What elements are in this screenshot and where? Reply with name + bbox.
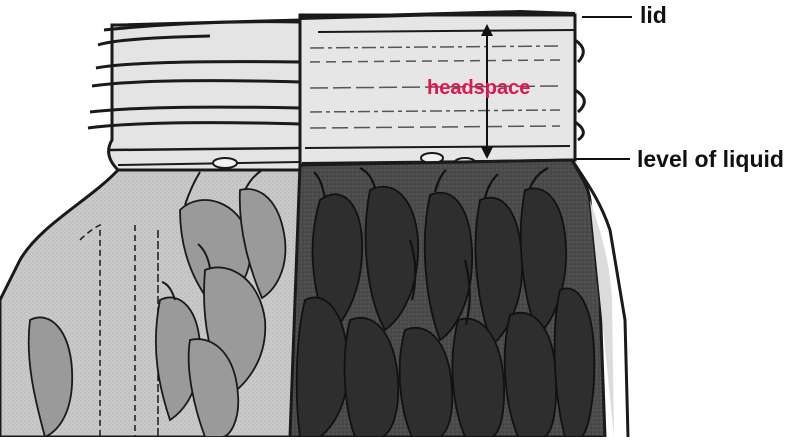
left-jar	[0, 20, 300, 437]
right-jar	[290, 12, 628, 437]
lid-label: lid	[640, 2, 667, 29]
level-of-liquid-label: level of liquid	[637, 146, 784, 173]
headspace-label: headspace	[427, 77, 530, 100]
